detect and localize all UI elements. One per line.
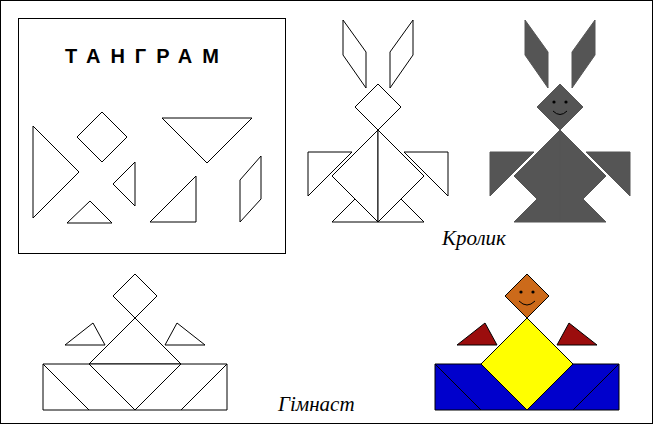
rabbit-outline bbox=[308, 20, 448, 222]
ear-piece bbox=[572, 20, 595, 88]
ear-piece bbox=[525, 20, 548, 88]
square-piece bbox=[77, 112, 127, 162]
tangram-pieces bbox=[33, 112, 261, 223]
eye bbox=[531, 290, 534, 293]
ear-piece bbox=[390, 20, 413, 88]
ear-piece bbox=[343, 20, 366, 88]
gymnast-outline bbox=[43, 274, 227, 410]
small-triangle bbox=[65, 323, 105, 345]
body-piece bbox=[89, 318, 181, 364]
foot-piece bbox=[378, 199, 424, 222]
small-triangle bbox=[113, 162, 135, 206]
body-piece bbox=[89, 364, 181, 410]
small-triangle bbox=[165, 323, 205, 345]
head-piece bbox=[355, 84, 401, 130]
foot-piece bbox=[560, 199, 606, 222]
foot-piece bbox=[514, 199, 560, 222]
body-piece bbox=[481, 318, 573, 410]
large-triangle bbox=[33, 126, 79, 218]
rabbit-face bbox=[552, 100, 567, 114]
body-piece bbox=[378, 130, 424, 222]
head-piece bbox=[113, 274, 157, 318]
smile bbox=[553, 111, 567, 115]
body-piece bbox=[560, 130, 606, 222]
eye bbox=[564, 100, 567, 103]
title-frame: ТАНГРАМ bbox=[18, 18, 286, 254]
gymnast-filled bbox=[435, 274, 619, 410]
head-piece bbox=[505, 274, 549, 318]
smile bbox=[519, 301, 535, 305]
medium-triangle bbox=[150, 176, 196, 222]
rabbit-filled bbox=[490, 20, 630, 222]
figure-caption: Кролик bbox=[442, 226, 506, 251]
eye bbox=[552, 100, 555, 103]
foot-piece bbox=[332, 199, 378, 222]
head-piece bbox=[537, 84, 583, 130]
small-triangle bbox=[557, 323, 597, 345]
title-text: ТАНГРАМ bbox=[65, 45, 229, 68]
large-triangle bbox=[162, 118, 252, 163]
parallelogram-piece bbox=[240, 156, 261, 222]
eye bbox=[519, 290, 522, 293]
body-piece bbox=[514, 130, 560, 222]
small-triangle bbox=[457, 323, 497, 345]
gymnast-face bbox=[519, 290, 535, 305]
figure-caption: Гімнаст bbox=[278, 392, 355, 417]
small-triangle bbox=[67, 201, 112, 223]
body-piece bbox=[332, 130, 378, 222]
